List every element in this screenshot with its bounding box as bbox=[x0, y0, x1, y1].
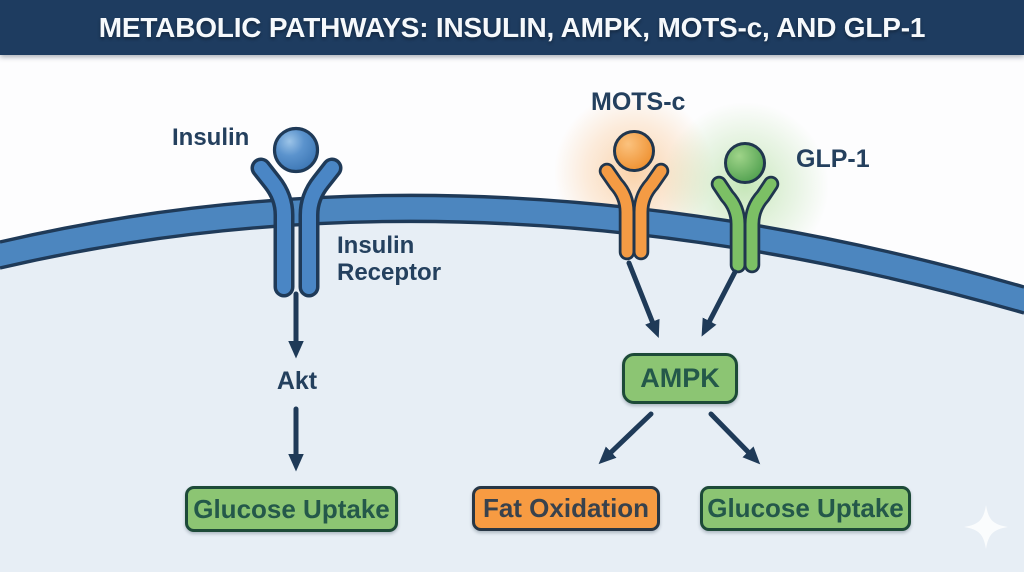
fat-oxidation-box: Fat Oxidation bbox=[472, 486, 660, 531]
insulin-label: Insulin bbox=[172, 124, 250, 151]
glucose-uptake-box-left: Glucose Uptake bbox=[185, 486, 398, 532]
glucose-uptake-box-right: Glucose Uptake bbox=[700, 486, 911, 531]
ampk-node-box: AMPK bbox=[622, 353, 738, 404]
motsc-label: MOTS-c bbox=[591, 88, 686, 116]
title-bar: METABOLIC PATHWAYS: INSULIN, AMPK, MOTS-… bbox=[0, 0, 1024, 55]
cell-membrane bbox=[0, 193, 1024, 572]
pathway-arrows bbox=[288, 260, 761, 472]
arrow-glp1-to-ampk bbox=[701, 269, 738, 337]
page-title: METABOLIC PATHWAYS: INSULIN, AMPK, MOTS-… bbox=[98, 11, 926, 43]
insulin-ball bbox=[272, 126, 320, 174]
arrow-motsc-to-ampk bbox=[626, 260, 660, 338]
sparkle-icon bbox=[964, 505, 1008, 549]
insulin-receptor-figure bbox=[250, 126, 343, 298]
insulin-receptor-label: Insulin Receptor bbox=[337, 232, 442, 286]
arrow-ampk-to-fat bbox=[598, 411, 654, 465]
akt-label: Akt bbox=[276, 367, 318, 395]
motsc-figure bbox=[598, 130, 670, 261]
glp1-figure bbox=[710, 142, 780, 274]
arrow-ampk-to-glucose bbox=[708, 411, 761, 465]
glp1-label: GLP-1 bbox=[796, 145, 870, 173]
